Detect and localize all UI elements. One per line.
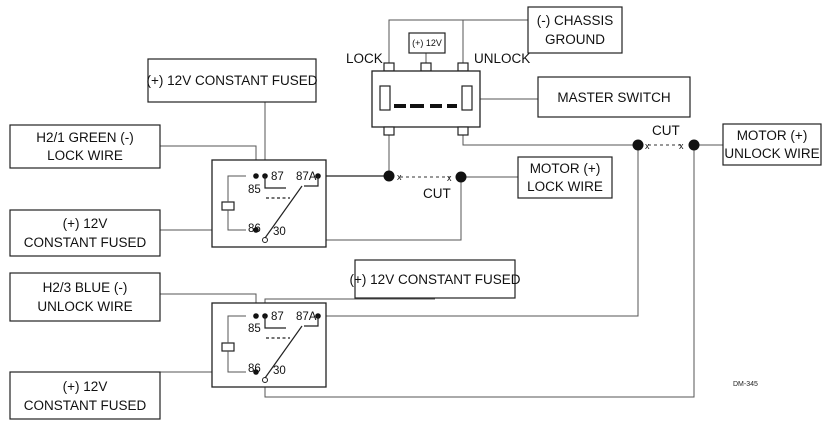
chassis-ground-line1: (-) CHASSIS [537, 13, 614, 28]
relay-2-switch-arm [264, 325, 303, 379]
chassis-ground-box [527, 6, 623, 54]
blue-unlock-wire-box [9, 272, 161, 322]
motor-lock-wire-line2: LOCK WIRE [527, 179, 603, 194]
relay-2-pin-87: 87 [271, 311, 284, 323]
switch-dash-3 [430, 104, 442, 108]
green-lock-wire-box [9, 124, 161, 169]
relay-1-coil [221, 201, 235, 211]
cut-mark-x1: x [397, 172, 402, 182]
constant-fused-mid-label: (+) 12V CONSTANT FUSED [350, 272, 521, 287]
label-boxes: (+) 12V CONSTANT FUSED H2/1 GREEN (-) LO… [9, 6, 822, 420]
unlock-label: UNLOCK [474, 51, 530, 66]
relay-2-pin-87a: 87A [296, 311, 317, 323]
relay-1-87-contact [264, 176, 286, 189]
cut-mark-x2: x [447, 173, 452, 183]
relay-1-terminal-86 [253, 227, 259, 233]
relay-2-pin-85: 85 [248, 323, 261, 335]
relay-2-coil [221, 342, 235, 352]
wire-r1-30-to-motor-lock [265, 177, 462, 241]
switch-dash-2 [410, 104, 424, 108]
relay-2-pin-30: 30 [273, 365, 286, 377]
switch-pin-top-right [457, 62, 469, 72]
constant-fused-b-line1: (+) 12V [63, 379, 108, 394]
diagram-code: DM-345 [733, 381, 758, 388]
relay-2-coil-lines [227, 315, 246, 373]
constant-fused-top-box [147, 58, 317, 103]
constant-fused-a-line1: (+) 12V [63, 216, 108, 231]
lock-junction-dot [383, 170, 395, 182]
relay-1-pin-30: 30 [273, 226, 286, 238]
relay-2-terminal-86 [253, 369, 259, 375]
junctions: x x x x CUT CUT DM-345 [383, 123, 758, 388]
master-switch: LOCK UNLOCK (+) 12V [346, 32, 530, 136]
relay-1-pin-85: 85 [248, 184, 261, 196]
switch-pin-top-left [383, 62, 395, 72]
constant-fused-top-label: (+) 12V CONSTANT FUSED [147, 73, 318, 88]
relay-1: 85 87 87A 86 30 [211, 159, 327, 248]
cut-mark-x3: x [645, 141, 650, 151]
motor-lock-junction-dot [455, 171, 467, 183]
relay-2-terminal-30 [262, 377, 268, 383]
motor-lock-wire-line1: MOTOR (+) [530, 161, 601, 176]
master-switch-box [537, 76, 691, 118]
switch-dash-4 [447, 104, 457, 108]
blue-unlock-wire-line1: H2/3 BLUE (-) [43, 280, 128, 295]
wire-switch-to-unlock-node [462, 134, 638, 146]
blue-unlock-wire-line2: UNLOCK WIRE [37, 299, 132, 314]
cut-mark-x4: x [679, 141, 684, 151]
relay-1-terminal-30 [262, 237, 268, 243]
constant-fused-b-box [9, 371, 161, 420]
unlock-junction-dot [632, 139, 644, 151]
constant-fused-a-line2: CONSTANT FUSED [24, 235, 147, 250]
cut-label-lock: CUT [423, 186, 451, 201]
wire-switch-ground [388, 19, 528, 63]
relay-2-terminal-85 [253, 313, 259, 319]
master-switch-label: MASTER SWITCH [557, 90, 670, 105]
constant-fused-a-box [9, 209, 161, 257]
motor-unlock-wire-box [722, 123, 822, 166]
constant-fused-b-line2: CONSTANT FUSED [24, 398, 147, 413]
motor-unlock-junction-dot [688, 139, 700, 151]
motor-lock-wire-box [517, 156, 613, 199]
motor-unlock-wire-line1: MOTOR (+) [737, 128, 808, 143]
switch-12v-label: (+) 12V [412, 38, 442, 48]
switch-contact-right [461, 85, 473, 111]
green-lock-wire-line2: LOCK WIRE [47, 148, 123, 163]
relay-2: 85 87 87A 86 30 [211, 302, 327, 388]
constant-fused-mid-box [354, 259, 516, 299]
relay-1-terminal-85 [253, 173, 259, 179]
lock-label: LOCK [346, 51, 383, 66]
relay-1-switch-arm [264, 185, 303, 239]
switch-pin-bottom-left [383, 126, 395, 136]
switch-pin-bottom-right [457, 126, 469, 136]
relay-2-87a-contact [304, 316, 319, 327]
relay-1-pin-87: 87 [271, 171, 284, 183]
switch-dash-1 [394, 104, 406, 108]
switch-12v-box [408, 32, 446, 54]
green-lock-wire-line1: H2/1 GREEN (-) [36, 130, 134, 145]
motor-unlock-wire-line2: UNLOCK WIRE [724, 146, 819, 161]
cut-label-unlock: CUT [652, 123, 680, 138]
chassis-ground-line2: GROUND [545, 32, 605, 47]
switch-contact-left [379, 85, 391, 111]
switch-pin-top-mid [420, 62, 432, 72]
wire-unlock-node-to-r2-87a [318, 145, 639, 317]
relay-2-87-contact [264, 316, 286, 329]
relay-1-87a-contact [304, 176, 319, 187]
relay-1-coil-lines [227, 175, 246, 231]
relay-1-pin-87a: 87A [296, 171, 317, 183]
